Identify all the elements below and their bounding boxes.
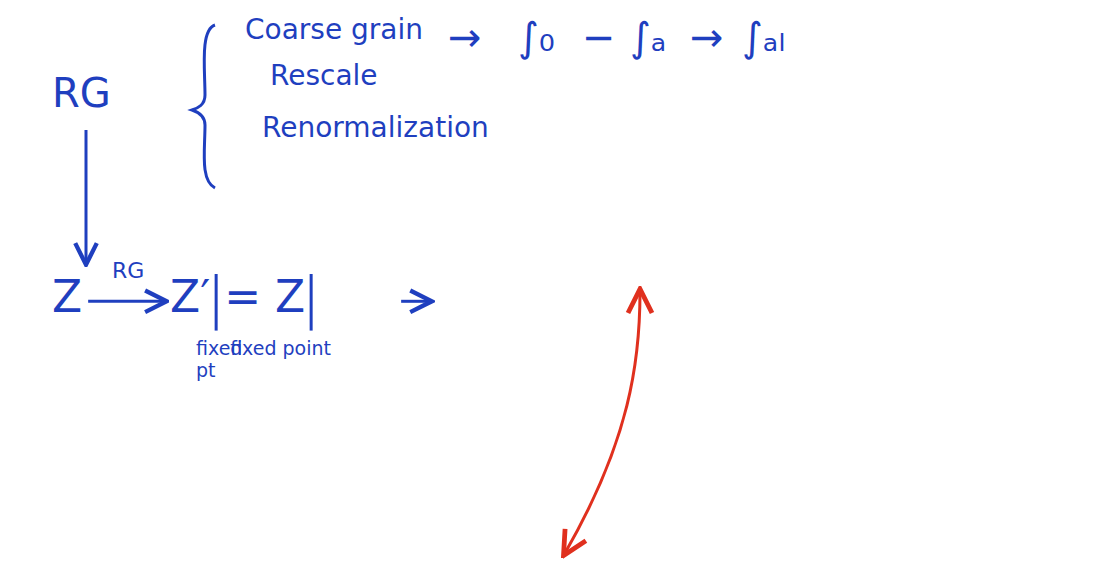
double-arrow xyxy=(565,292,640,553)
step-text: Coarse grain xyxy=(245,14,423,46)
rg-arrow xyxy=(88,300,164,303)
arrow-symbol: → xyxy=(690,14,724,60)
minus-symbol: − xyxy=(582,14,616,60)
function-symbol: Z xyxy=(52,272,82,323)
brace xyxy=(192,25,215,188)
function-symbol: Z′ xyxy=(170,272,210,323)
arrow-label: RG xyxy=(112,258,144,283)
next-arrow xyxy=(401,300,429,303)
note-text: fixed point xyxy=(230,338,331,360)
down-arrow xyxy=(85,130,88,262)
evaluation-bar xyxy=(310,274,313,331)
integral-symbol: ∫₀ xyxy=(518,14,555,60)
operator-name: RG xyxy=(52,70,111,116)
equation-text: = Z xyxy=(224,272,305,323)
evaluation-bar xyxy=(215,274,218,331)
step-text: Renormalization xyxy=(262,112,489,144)
step-text: Rescale xyxy=(270,60,378,92)
integral-symbol: ∫ₐₗ xyxy=(742,14,785,60)
arrow-symbol: → xyxy=(448,14,482,60)
integral-symbol: ∫ₐ xyxy=(630,14,667,60)
